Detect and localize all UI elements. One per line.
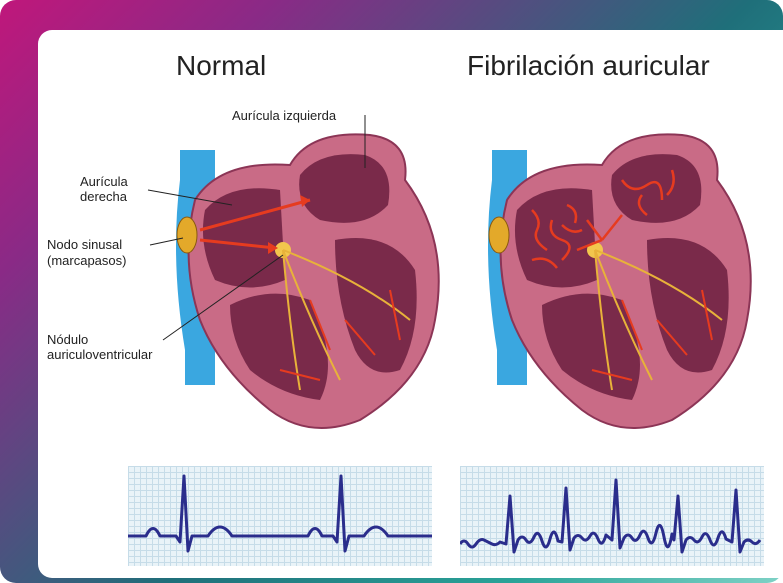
leader-right-atrium (148, 190, 232, 205)
leader-sinus-node (150, 238, 183, 245)
leader-av-node (163, 255, 283, 340)
ecg-af-trace (460, 466, 764, 566)
ecg-normal-trace (128, 466, 432, 566)
